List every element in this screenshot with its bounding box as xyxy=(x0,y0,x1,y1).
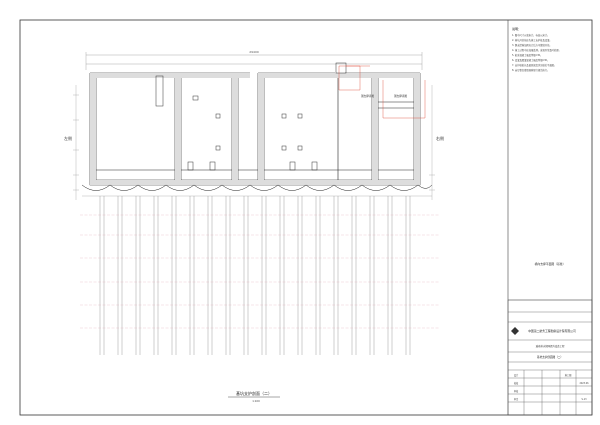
right-side-label: 右侧 xyxy=(436,135,444,141)
column-posts xyxy=(155,62,347,171)
structure-outline xyxy=(89,72,421,186)
note-line: 5. 桩身混凝土强度等级C30。 xyxy=(512,53,542,57)
wall-hatch xyxy=(90,73,420,185)
reviewer-label: 审核 xyxy=(514,389,519,393)
left-elevation-scale xyxy=(73,85,79,200)
left-side-label: 左侧 xyxy=(64,135,72,141)
top-dimension xyxy=(85,52,423,70)
title-block xyxy=(507,299,593,416)
detail-label-upper: 钢支撑详图 xyxy=(361,94,374,98)
note-line: 2. 基坑开挖前应先施工支护桩及冠梁。 xyxy=(512,38,552,42)
drawing-scale: 1:100 xyxy=(252,399,260,403)
designer-label: 设计 xyxy=(514,373,519,377)
note-line: 4. 施工过程中应加强监测，发现异常及时处理。 xyxy=(512,48,561,52)
notes-lines: 1. 图中尺寸以毫米计，标高以米计。 2. 基坑开挖前应先施工支护桩及冠梁。 3… xyxy=(512,33,561,72)
detail-callouts xyxy=(338,65,426,119)
sheet-frame xyxy=(19,19,593,416)
detail-label-lower: 钢支撑详图 xyxy=(394,94,407,98)
waler-band xyxy=(81,184,433,197)
note-line: 6. 冠梁及腰梁混凝土强度等级C30。 xyxy=(512,58,549,62)
drawing-title: 基坑支护剖面（二） xyxy=(236,390,272,396)
notes-header: 说明： xyxy=(512,26,521,31)
pile-group xyxy=(99,196,411,355)
project-name: 城南排水管网提升改造工程 xyxy=(536,344,565,348)
overall-dimension-text: 29400 xyxy=(249,50,259,54)
note-line: 7. 支护桩桩长及嵌固深度详见桩位平面图。 xyxy=(512,63,556,67)
sheet-title: 基坑支护剖面图（二） xyxy=(537,355,563,359)
note-line: 3. 钢支撑施加预应力后方可继续开挖。 xyxy=(512,43,552,47)
checker-label: 校核 xyxy=(514,381,519,385)
company-logo-icon xyxy=(511,327,519,335)
sheet-number: S-13 xyxy=(582,398,588,401)
company-name: 中国第二航务工程勘察设计院有限公司 xyxy=(528,329,576,333)
note-line: 8. 未尽事宜参照国家现行规范执行。 xyxy=(512,68,549,72)
date-value: 2023.06 xyxy=(579,382,589,385)
note-line: 1. 图中尺寸以毫米计，标高以米计。 xyxy=(512,33,549,37)
approver-label: 审定 xyxy=(514,397,519,401)
right-elevation-scale xyxy=(429,85,435,200)
legend-title: 横向支撑平面图（基准） xyxy=(535,262,566,266)
stage-value: 施工图 xyxy=(565,373,572,377)
elevation-lines xyxy=(80,214,440,329)
